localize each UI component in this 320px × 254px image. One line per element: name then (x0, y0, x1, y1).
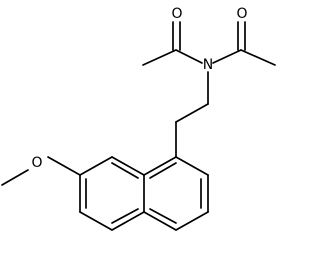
bond-l5 (111, 211, 145, 231)
bond-methyl1-c (142, 49, 177, 66)
bond-r-inner-3 (149, 208, 177, 224)
atom-labels: O O N O (31, 6, 247, 171)
bond-o3-methyl (1, 169, 29, 186)
bond-n-c-right (212, 49, 242, 64)
atom-o3: O (31, 155, 42, 171)
bond-l4 (79, 211, 113, 231)
bond-l-inner-3 (111, 208, 139, 224)
atom-n: N (203, 57, 213, 73)
bond-r4-fused (143, 211, 177, 231)
bond-r1 (175, 156, 209, 176)
bond-l-inner-1 (111, 162, 139, 179)
bonds (1, 21, 276, 231)
atom-o1: O (171, 6, 182, 22)
bond-c-n-left (175, 49, 203, 64)
bond-ring-o3 (47, 156, 81, 176)
bond-r-inner-2 (149, 162, 177, 179)
bond-c-methyl2 (240, 49, 276, 66)
structure-diagram: O O N O (1, 6, 276, 231)
bond-ch2-ch2 (175, 103, 209, 123)
bond-l1 (111, 156, 145, 176)
bond-r3 (175, 211, 209, 231)
atom-o2: O (236, 6, 247, 22)
bond-l2 (79, 156, 113, 176)
bond-r6 (143, 156, 177, 176)
